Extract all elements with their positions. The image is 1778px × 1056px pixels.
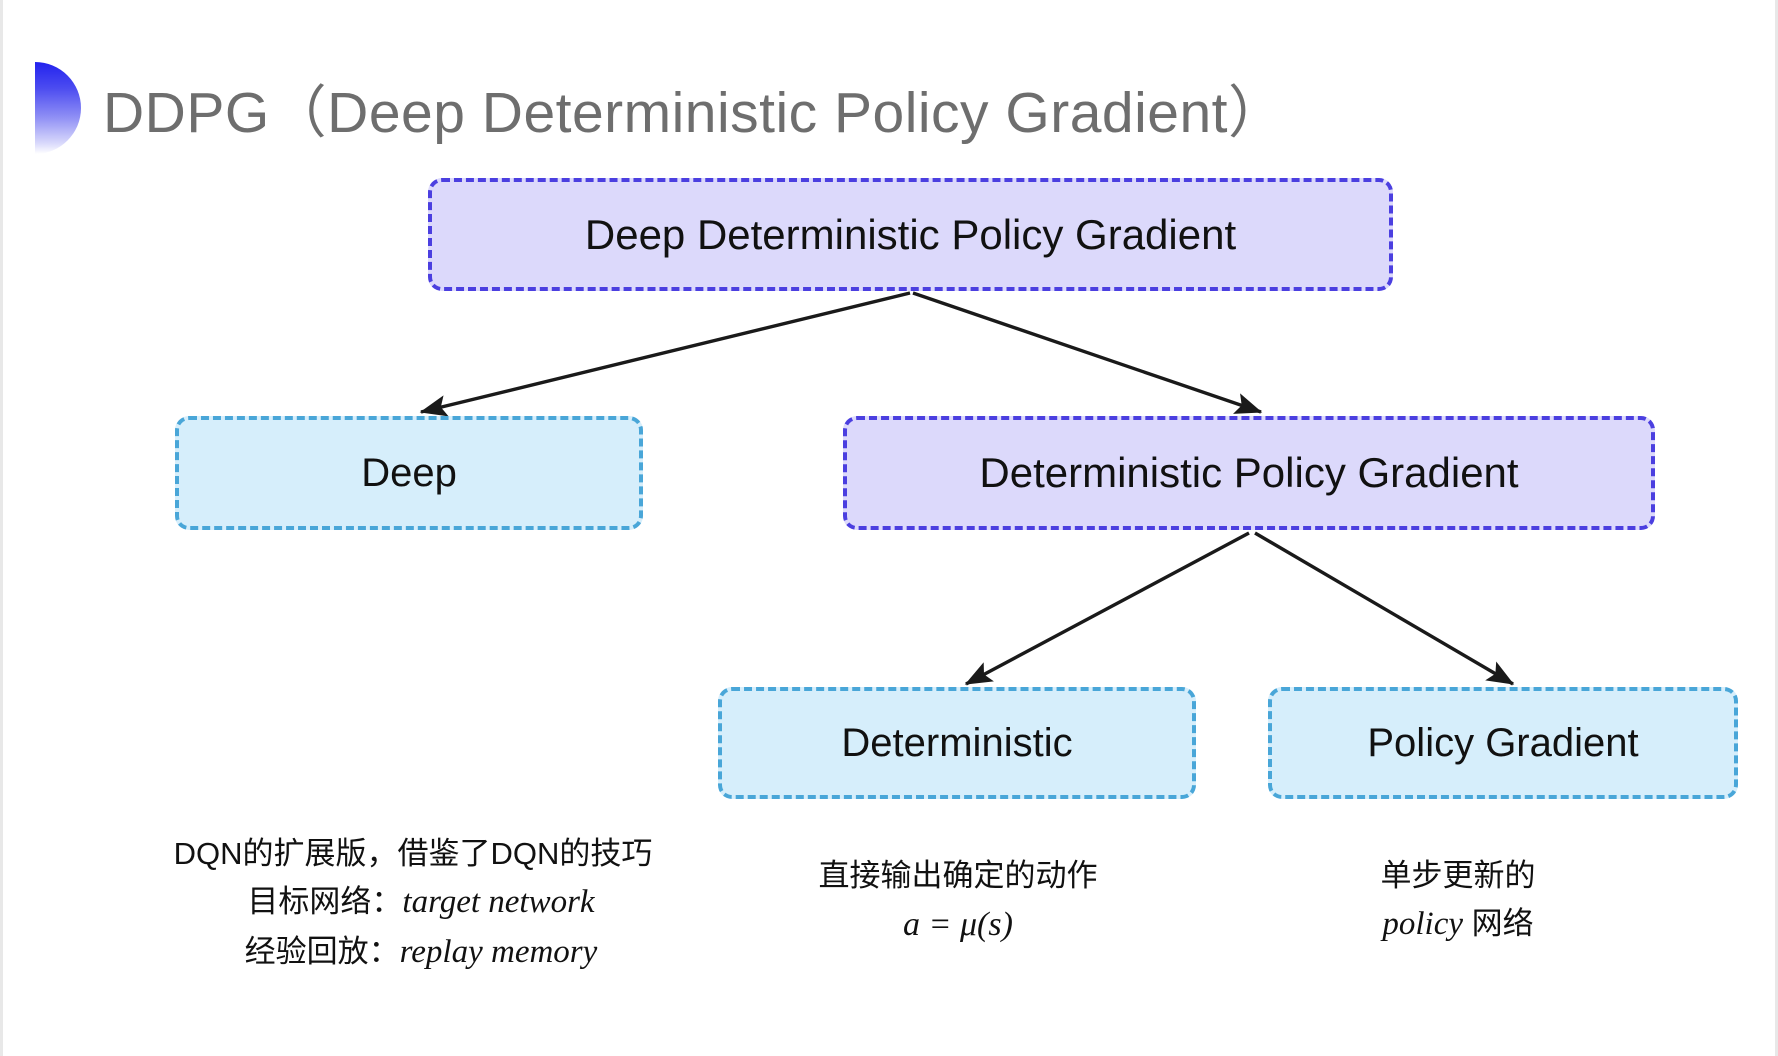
node-policy-gradient[interactable]: Policy Gradient: [1268, 687, 1738, 799]
node-deterministic[interactable]: Deterministic: [718, 687, 1196, 799]
node-deep-deterministic-policy-gradient[interactable]: Deep Deterministic Policy Gradient: [428, 178, 1393, 291]
caption-deep-line2: 目标网络：target network: [103, 877, 723, 927]
caption-deep-line3-label: 经验回放：: [244, 934, 400, 970]
caption-policy-gradient: 单步更新的 policy 网络: [1253, 852, 1663, 949]
caption-policy-gradient-suffix: 网络: [1463, 906, 1534, 942]
caption-deep-line2-value: target network: [402, 884, 595, 921]
slide-title-row: DDPG（Deep Deterministic Policy Gradient）: [3, 60, 1286, 156]
node-label: Policy Gradient: [1367, 720, 1639, 765]
caption-deep-line2-label: 目标网络：: [247, 884, 403, 920]
node-label: Deep Deterministic Policy Gradient: [584, 210, 1237, 258]
caption-deep-line3-value: replay memory: [399, 934, 598, 971]
caption-deep: DQN的扩展版，借鉴了DQN的技巧 目标网络：target network 经验…: [103, 830, 723, 977]
node-deterministic-policy-gradient[interactable]: Deterministic Policy Gradient: [843, 416, 1655, 530]
caption-deep-line3: 经验回放：replay memory: [103, 927, 723, 977]
node-label: Deterministic: [841, 720, 1073, 765]
edge-dpg-to-det: [964, 531, 1250, 686]
edge-root-to-dpg: [912, 291, 1263, 414]
edge-dpg-to-pg: [1254, 531, 1515, 686]
page-title: DDPG（Deep Deterministic Policy Gradient）: [103, 81, 1286, 145]
node-label: Deep: [361, 450, 457, 495]
node-deep[interactable]: Deep: [175, 416, 643, 530]
edge-root-to-deep: [419, 291, 911, 417]
caption-policy-gradient-line1: 单步更新的: [1380, 858, 1536, 893]
caption-policy-gradient-line2: policy 网络: [1253, 899, 1663, 949]
caption-deterministic: 直接输出确定的动作 a = μ(s): [723, 852, 1193, 951]
caption-policy-gradient-value: policy: [1382, 906, 1463, 943]
caption-deep-line1: DQN的扩展版，借鉴了DQN的技巧: [173, 836, 653, 871]
title-bullet-decoration-icon: [35, 62, 81, 154]
caption-deterministic-formula: a = μ(s): [903, 906, 1013, 944]
node-label: Deterministic Policy Gradient: [979, 449, 1519, 496]
caption-deterministic-line1: 直接输出确定的动作: [818, 858, 1098, 893]
